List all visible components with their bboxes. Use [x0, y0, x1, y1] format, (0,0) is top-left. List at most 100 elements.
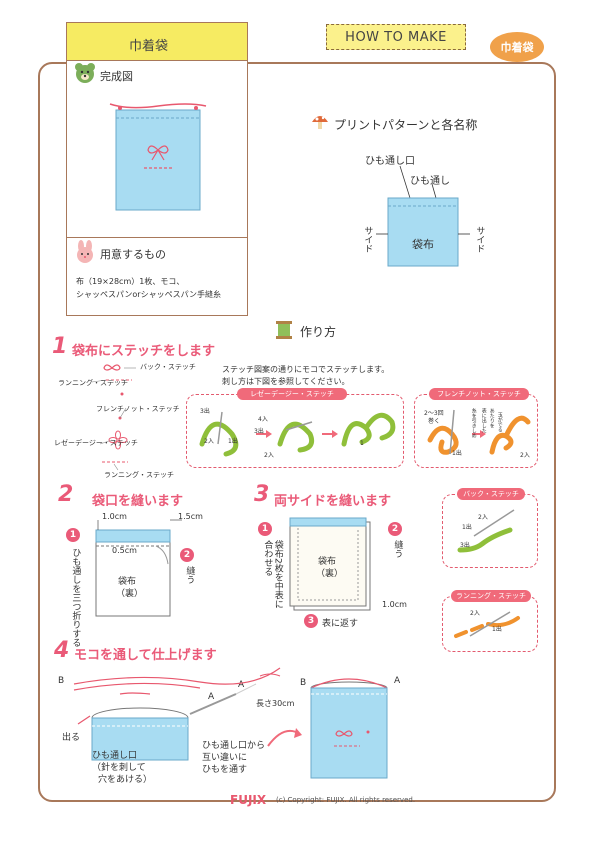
back-stitch-box: バック・ステッチ: [442, 488, 538, 568]
step4-arrow-icon: [267, 728, 302, 747]
back-3out: 3出: [460, 542, 470, 549]
step4-hole-1: ひも通し口: [92, 751, 138, 761]
step3-title: 両サイドを縫います: [274, 494, 392, 509]
footer-copyright: (c) Copyright: FUJIX. All rights reserve…: [276, 796, 416, 804]
back-2in: 2入: [478, 514, 488, 521]
label-side-left: サイド: [362, 226, 373, 253]
french-note6: あたりを: [488, 408, 495, 428]
running-1out: 1出: [492, 626, 502, 633]
step4-out: 出る: [62, 733, 81, 743]
lazy-daisy-tag: レゼーデージー・ステッチ: [237, 388, 347, 400]
step4-label-b: B: [58, 676, 65, 686]
french-knot-tag: フレンチノット・ステッチ: [429, 388, 529, 400]
lazy-1: 1: [360, 440, 364, 447]
step1-stitch-map: [91, 364, 136, 471]
french-note1: 2〜3回: [424, 410, 444, 417]
sheet-header: [67, 23, 247, 61]
step4-drawstring-diagram: [73, 667, 281, 761]
pattern-title: プリントパターンと各名称: [334, 118, 478, 132]
step1-number: 1: [52, 334, 68, 359]
back-1out: 1出: [462, 524, 472, 531]
step2-number: 2: [58, 482, 74, 507]
page-frame: [38, 62, 556, 802]
step3-circle-2: 2: [388, 522, 402, 536]
label-himo-toshi: ひも通し: [410, 176, 450, 187]
step4-note-2: 互い違いに: [202, 753, 248, 763]
step3-fabric: 袋布: [318, 557, 337, 567]
step3-fabric-back: （裏）: [316, 569, 344, 579]
step4-label-a3: A: [394, 676, 401, 686]
step2-circle-2: 2: [180, 548, 194, 562]
step2-fabric: 袋布: [118, 577, 137, 587]
step2-dim-15cm: 1.5cm: [178, 512, 203, 521]
label-running-bottom: ランニング・ステッチ: [104, 471, 174, 479]
label-himo-guchi: ひも通し口: [365, 156, 415, 167]
back-stitch-tag: バック・ステッチ: [457, 488, 525, 500]
french-note4: 糸を引きしめ: [470, 408, 477, 438]
french-note7: 玉がでる: [496, 412, 503, 432]
step2-fold-text: ひも通しを三つ折りする: [70, 548, 81, 647]
materials-line2: シャッペスパンorシャッペスパン手縫糸: [76, 290, 221, 299]
step3-bag-diagram: [289, 517, 371, 611]
lazy-2in-b: 2入: [264, 452, 274, 459]
label-french-knot: フレンチノット・ステッチ: [96, 405, 180, 413]
finished-bag-illustration: [109, 103, 207, 211]
step4-label-b2: B: [300, 678, 307, 688]
materials-line1: 布（19×28cm）1枚、モコ、: [76, 277, 185, 286]
step2-bag-diagram: [95, 519, 182, 617]
lazy-daisy-diagram: [199, 411, 396, 457]
french-knot-diagram: [427, 409, 531, 455]
step1-desc1: ステッチ図案の通りにモコでステッチします。: [222, 365, 390, 374]
french-2in: 2入: [520, 452, 530, 459]
step4-hole-3: 穴をあける）: [98, 775, 153, 785]
step3-circle-1: 1: [258, 522, 272, 536]
french-note3: 1出: [452, 450, 462, 457]
lazy-2in: 2入: [204, 438, 214, 445]
label-running-top: ランニング・ステッチ: [58, 379, 128, 387]
step2-circle-1: 1: [66, 528, 80, 542]
running-stitch-tag: ランニング・ステッチ: [451, 590, 531, 602]
sheet-title: 巾着袋: [129, 39, 169, 54]
lazy-3out-b: 3出: [254, 428, 264, 435]
step1-title: 袋布にステッチをします: [72, 344, 216, 359]
step4-title: モコを通して仕上げます: [74, 648, 217, 663]
french-note2: 巻く: [428, 418, 441, 425]
step2-dim-05cm: 0.5cm: [112, 546, 137, 555]
step4-finished-bag: [310, 678, 388, 779]
step4-hole-2: （針を刺して: [92, 763, 146, 773]
step1-desc2: 刺し方は下図を参照してください。: [222, 377, 350, 386]
label-fabric: 袋布: [412, 238, 434, 251]
step2-sew: 縫う: [184, 566, 195, 584]
rabbit-icon: [77, 240, 93, 263]
step4-number: 4: [54, 638, 70, 663]
pattern-sheet: 巾着袋: [66, 22, 248, 316]
step4-note-3: ひもを通す: [202, 765, 248, 775]
sheet-divider: [67, 237, 247, 238]
pattern-bag-diagram: [376, 165, 470, 267]
step3-circle-3: 3: [304, 614, 318, 628]
lazy-4in: 4入: [258, 416, 268, 423]
footer-brand: FUJIX: [230, 793, 267, 807]
back-stitch-diagram: [457, 509, 515, 553]
step4-length: 長さ30cm: [256, 699, 295, 708]
materials-title: 用意するもの: [100, 248, 166, 261]
step3-dim: 1.0cm: [382, 600, 407, 609]
step2-fabric-back: （裏）: [116, 589, 144, 599]
step2-dim-1cm: 1.0cm: [102, 512, 127, 521]
label-back-stitch: バック・ステッチ: [140, 363, 196, 371]
mushroom-icon: [312, 116, 328, 129]
step2-title: 袋口を縫います: [92, 494, 184, 509]
running-2in: 2入: [470, 610, 480, 617]
step3-turn: 表に返す: [322, 619, 359, 629]
step4-label-a2: A: [238, 680, 245, 690]
lazy-1out: 1出: [228, 438, 238, 445]
step4-note-1: ひも通し口から: [202, 741, 266, 751]
french-note5: 表に出した: [480, 408, 487, 433]
bear-icon: [75, 63, 95, 83]
step3-number: 3: [254, 482, 270, 507]
running-stitch-diagram: [454, 611, 520, 638]
label-lazy-daisy: レゼーデージー・ステッチ: [54, 439, 138, 447]
thread-spool-icon: [276, 321, 292, 339]
step4-label-a: A: [208, 692, 215, 702]
step3-fold-text: 袋布2枚を中表に合わせる: [262, 540, 283, 609]
